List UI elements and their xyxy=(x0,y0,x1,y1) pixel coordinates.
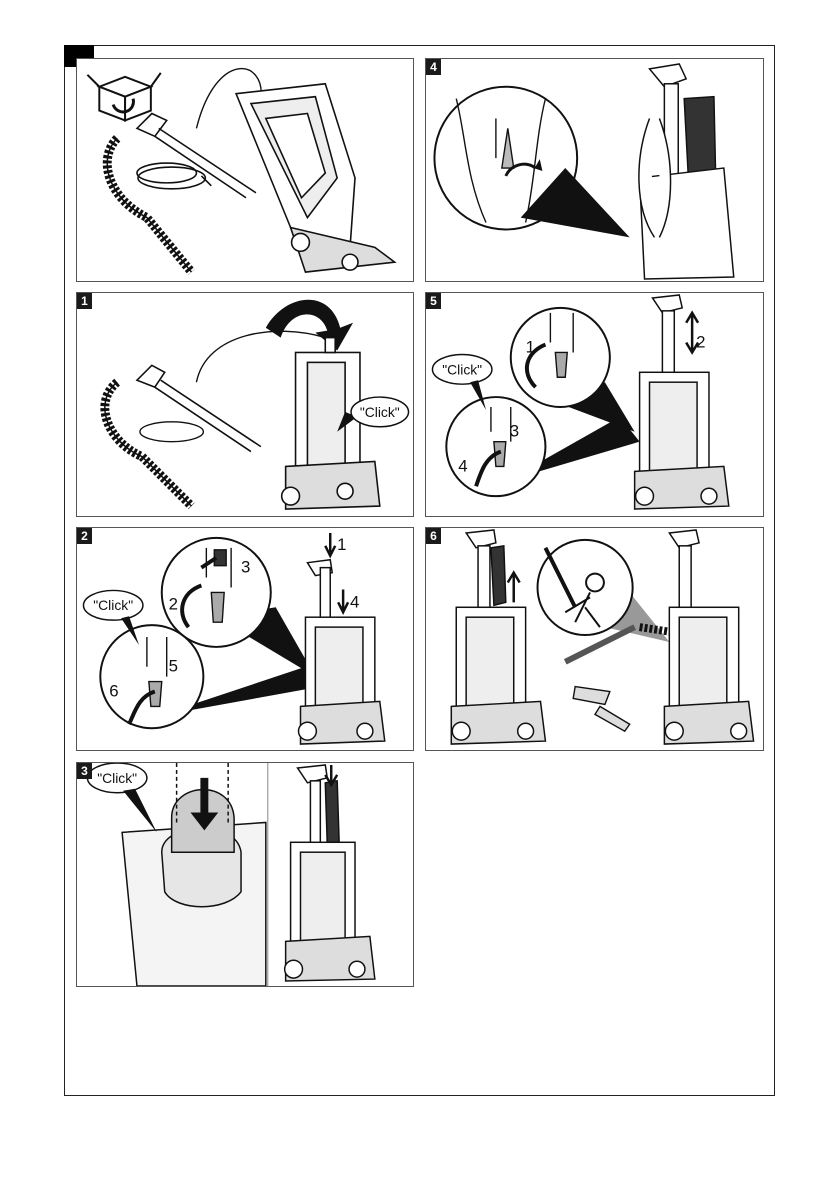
step-6-illustration xyxy=(426,528,763,750)
vacuum-body xyxy=(236,84,395,272)
click-label: "Click" xyxy=(360,404,400,420)
panel-step-6: 6 xyxy=(425,527,764,751)
click-label: "Click" xyxy=(93,597,133,613)
num-3: 3 xyxy=(241,558,250,577)
num-1: 1 xyxy=(337,535,346,554)
step-number: 2 xyxy=(77,528,92,544)
panel-step-1: 1 "Click" xyxy=(76,292,414,517)
click-callout: "Click" xyxy=(87,763,156,832)
panel-step-3: 3 "Click" xyxy=(76,762,414,987)
unpack-illustration xyxy=(77,59,413,281)
step-number: 1 xyxy=(77,293,92,309)
num-3: 3 xyxy=(510,422,519,441)
vacuum-upright xyxy=(639,64,734,279)
vacuum-upright-left xyxy=(451,530,545,744)
step-3-illustration: "Click" xyxy=(77,763,413,986)
step-2-illustration: 3 2 5 6 1 4 "Click" xyxy=(77,528,413,750)
num-6: 6 xyxy=(109,681,118,700)
panel-unpack xyxy=(76,58,414,282)
accessory-tools xyxy=(573,687,629,732)
vacuum-upright-right xyxy=(664,530,753,744)
step-4-illustration xyxy=(426,59,763,281)
num-2: 2 xyxy=(169,594,178,613)
num-1: 1 xyxy=(526,337,535,356)
click-label: "Click" xyxy=(442,361,482,377)
step-number: 3 xyxy=(77,763,92,779)
click-callout: "Click" xyxy=(432,354,491,410)
step-number: 6 xyxy=(426,528,441,544)
num-2: 2 xyxy=(696,333,705,352)
panel-step-5: 5 1 3 4 2 "Click" xyxy=(425,292,764,517)
click-label: "Click" xyxy=(97,770,137,786)
click-callout: "Click" xyxy=(83,590,142,645)
num-5: 5 xyxy=(169,657,178,676)
box-icon xyxy=(87,73,160,121)
vacuum-upright xyxy=(299,560,385,744)
num-4: 4 xyxy=(350,592,359,611)
hose xyxy=(107,138,191,272)
vacuum-upright xyxy=(285,765,375,981)
panel-step-4: 4 xyxy=(425,58,764,282)
step-5-illustration: 1 3 4 2 "Click" xyxy=(426,293,763,516)
num-4: 4 xyxy=(458,456,467,475)
vacuum-upright xyxy=(635,295,729,509)
step-1-illustration: "Click" xyxy=(77,293,413,516)
panel-step-2: 2 3 2 5 6 1 4 "Click" xyxy=(76,527,414,751)
step-number: 5 xyxy=(426,293,441,309)
step-number: 4 xyxy=(426,59,441,75)
